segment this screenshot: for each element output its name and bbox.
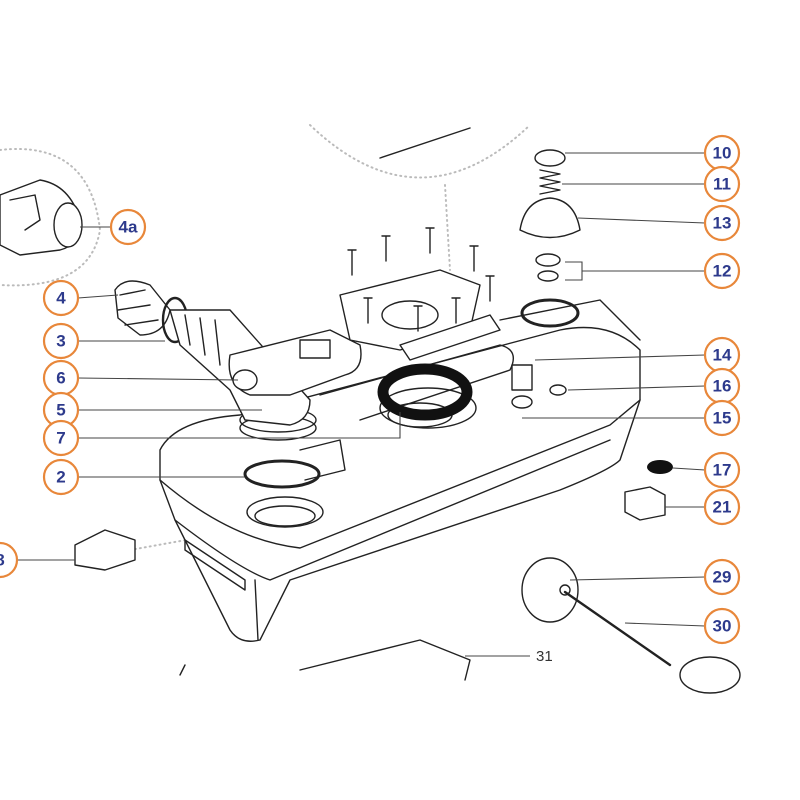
callout-12: 12 [703, 252, 741, 290]
part-17-cap [647, 460, 673, 474]
callout-15: 15 [703, 399, 741, 437]
label-31: 31 [536, 648, 553, 665]
part-11-spring [539, 169, 561, 195]
svg-text:2: 2 [56, 468, 65, 487]
svg-text:11: 11 [713, 175, 731, 194]
svg-text:13: 13 [713, 214, 732, 233]
svg-text:30: 30 [713, 617, 732, 636]
callout-14: 14 [703, 336, 741, 374]
part-4-cap [114, 280, 171, 336]
part-2-seal [243, 459, 321, 489]
svg-text:17: 17 [713, 461, 732, 480]
callout-29: 29 [703, 558, 741, 596]
svg-text:6: 6 [56, 369, 65, 388]
callout-17: 17 [703, 451, 741, 489]
part-16-plug [549, 384, 567, 396]
svg-text:3: 3 [56, 332, 65, 351]
detail-circle-left [0, 148, 102, 287]
callout-30: 30 [703, 607, 741, 645]
callout-6: 6 [42, 359, 80, 397]
svg-text:7: 7 [56, 429, 65, 448]
part-13-valve [519, 197, 581, 239]
part-31-handle [299, 639, 471, 681]
callout-13: 13 [703, 204, 741, 242]
part-8-bracket [74, 529, 136, 571]
svg-text:5: 5 [56, 401, 65, 420]
part-6-lever [228, 329, 362, 396]
callout-7: 7 [42, 419, 80, 457]
callout-21: 21 [703, 488, 741, 526]
part-30-axle [563, 590, 672, 667]
part-7-ring [377, 363, 473, 421]
callout-16: 16 [703, 367, 741, 405]
svg-text:21: 21 [713, 498, 732, 517]
callout-3: 3 [42, 322, 80, 360]
svg-text:16: 16 [713, 377, 732, 396]
callout-2: 2 [42, 458, 80, 496]
part-14-valve [511, 364, 533, 391]
svg-text:10: 10 [713, 144, 732, 163]
svg-text:29: 29 [713, 568, 732, 587]
part-10-button [534, 149, 566, 167]
svg-text:8: 8 [0, 551, 5, 570]
callout-10: 10 [703, 134, 741, 172]
detail-circle-top [309, 124, 531, 179]
part-4a-adapter [0, 179, 83, 256]
leader-lines [17, 152, 706, 657]
callout-11: 11 [703, 165, 741, 203]
callout-4a: 4a [109, 208, 147, 246]
callout-8: 8 [0, 541, 19, 579]
part-29-wheel [521, 557, 579, 623]
svg-text:4: 4 [56, 289, 66, 308]
mounting-plate [339, 269, 501, 361]
svg-text:12: 12 [713, 262, 732, 281]
part-21-block [624, 486, 666, 521]
svg-text:4a: 4a [119, 218, 138, 237]
svg-text:15: 15 [713, 409, 732, 428]
svg-text:14: 14 [713, 346, 732, 365]
callout-4: 4 [42, 279, 80, 317]
screws [347, 227, 495, 332]
tank-opening [246, 496, 324, 528]
